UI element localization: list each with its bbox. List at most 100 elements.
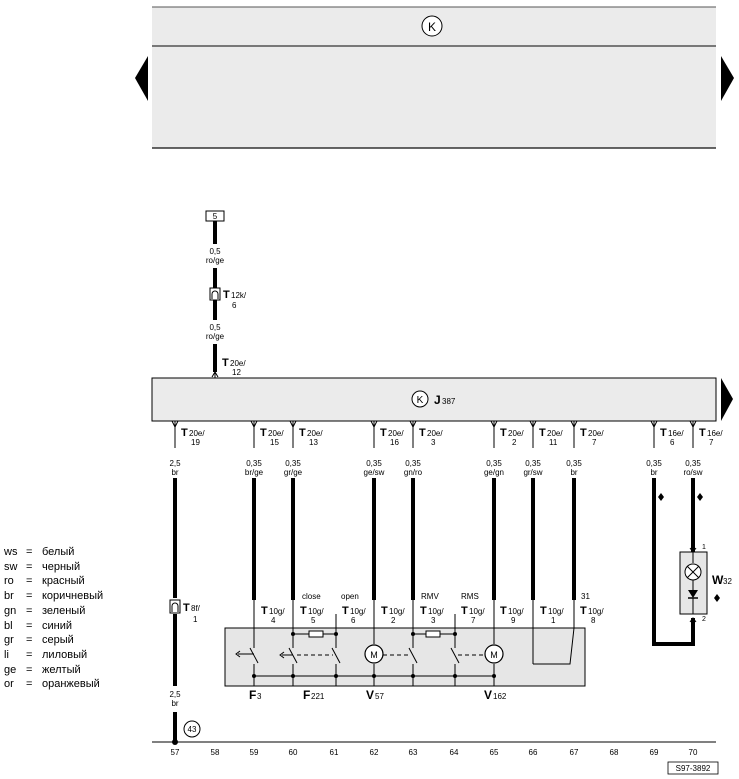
t10-sub: 10g/ (350, 607, 366, 616)
wire-color: br (570, 468, 577, 477)
t10-pin: 2 (391, 616, 396, 625)
wire-color: br (171, 468, 178, 477)
t10-pin: 4 (271, 616, 276, 625)
component-sub: 221 (311, 692, 325, 701)
legend-eq: = (26, 619, 33, 632)
t10-sub: 10g/ (508, 607, 524, 616)
output-labels: T 20e/ 19 2,5 br T 20e/ 15 0,35 br/ge T … (169, 427, 723, 477)
output-connector-sub: 16e/ (707, 429, 723, 438)
legend-eq: = (26, 634, 33, 647)
legend-row: br=коричневый (4, 589, 103, 604)
wire-size: 0,35 (366, 459, 382, 468)
bottom-ruler: 57 58 59 60 61 62 63 64 65 66 67 68 69 7… (152, 741, 719, 775)
legend-name: лиловый (42, 648, 88, 661)
rmv-label: RMV (421, 592, 439, 601)
legend-row: ge=желтый (4, 663, 103, 678)
legend-name: черный (42, 560, 81, 573)
t10-sub: 10g/ (428, 607, 444, 616)
wire-color: ro/ge (206, 256, 225, 265)
t10-pin: 8 (591, 616, 596, 625)
column-number: 63 (409, 748, 418, 757)
legend-eq: = (26, 560, 33, 573)
page-left-arrow-icon[interactable] (135, 56, 148, 101)
output-connector-pin: 6 (670, 438, 675, 447)
connector-sub: 8f/ (191, 604, 201, 613)
column-number: 59 (250, 748, 259, 757)
output-connector-sub: 16e/ (668, 429, 684, 438)
top-feed: 5 0,5 ro/ge T 12k/ 6 0,5 ro/ge T 20e/ 12 (205, 210, 247, 378)
wire-size: 0,35 (646, 459, 662, 468)
component-main: F (303, 688, 310, 702)
t10-pin: 6 (351, 616, 356, 625)
diamond-icon (697, 493, 703, 501)
t10-main: T (461, 605, 468, 617)
wire-size: 2,5 (169, 690, 181, 699)
output-connector-pin: 13 (309, 438, 318, 447)
page-right-arrow-icon[interactable] (721, 378, 733, 421)
control-unit-main: J (434, 393, 441, 407)
output-connector-pin: 3 (431, 438, 436, 447)
wire-color: br (650, 468, 657, 477)
component-names: F 3 F 221 V 57 V 162 (249, 688, 507, 702)
diamond-icon (658, 493, 664, 501)
wire-size: 0,35 (525, 459, 541, 468)
legend-row: gn=зеленый (4, 604, 103, 619)
t10-main: T (580, 605, 587, 617)
t10-main: T (342, 605, 349, 617)
component-sub: 162 (493, 692, 507, 701)
column-number: 67 (570, 748, 579, 757)
column-number: 64 (450, 748, 459, 757)
wire-size: 0,35 (285, 459, 301, 468)
legend-name: синий (42, 619, 73, 632)
output-connector-sub: 20e/ (189, 429, 205, 438)
legend-row: li = лиловый (4, 648, 103, 663)
output-connector-main: T (580, 427, 587, 439)
motor-v57-icon (364, 644, 384, 664)
t10-main: T (500, 605, 507, 617)
legend-name: красный (42, 575, 85, 588)
wire-size: 0,35 (486, 459, 502, 468)
legend-code: li (4, 648, 9, 661)
output-connector-sub: 20e/ (307, 429, 323, 438)
output-connector-sub: 20e/ (388, 429, 404, 438)
output-connector-sub: 20e/ (268, 429, 284, 438)
output-connector-sub: 20e/ (588, 429, 604, 438)
legend-code: ws (4, 546, 18, 558)
output-connector-pin: 16 (390, 438, 399, 447)
t10-pin: 3 (431, 616, 436, 625)
lamp-pin-top: 1 (702, 544, 706, 551)
output-connector-sub: 20e/ (508, 429, 524, 438)
lamp-pin-bottom: 2 (702, 616, 706, 623)
t10-sub: 10g/ (389, 607, 405, 616)
t8f-connector: T 8f/ 1 2,5 br 43 (169, 599, 201, 745)
column-number: 66 (529, 748, 538, 757)
legend-name: коричневый (42, 590, 104, 603)
wire-color: ge/gn (484, 468, 504, 477)
legend-code: sw (4, 560, 18, 573)
wire-size: 0,5 (209, 247, 221, 256)
control-unit-sub: 387 (442, 397, 456, 406)
output-connector-sub: 20e/ (427, 429, 443, 438)
legend-code: ge (4, 663, 17, 676)
motor-label: M (370, 650, 378, 660)
page-right-arrow-icon[interactable] (721, 56, 734, 101)
output-connector-pin: 2 (512, 438, 517, 447)
legend-eq: = (26, 648, 33, 661)
diamond-icon (714, 594, 720, 602)
column-number: 61 (330, 748, 339, 757)
t10-main: T (420, 605, 427, 617)
output-wires (171, 420, 697, 742)
wire-color: gr/ge (284, 468, 303, 477)
output-connector-pin: 7 (592, 438, 597, 447)
legend-name: зеленый (42, 604, 86, 617)
column-number: 57 (171, 748, 180, 757)
column-number: 69 (650, 748, 659, 757)
legend-code: br (4, 590, 14, 603)
wire-color: br/ge (245, 468, 264, 477)
component-main: W (712, 573, 724, 587)
control-unit-j387: K J 387 (151, 377, 733, 422)
rms-label: RMS (461, 592, 479, 601)
output-connector-sub: 20e/ (547, 429, 563, 438)
legend-name: серый (42, 634, 74, 647)
